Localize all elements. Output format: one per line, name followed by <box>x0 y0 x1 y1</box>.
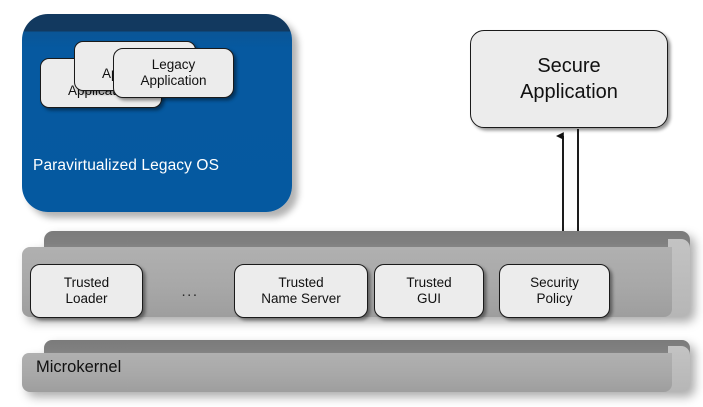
services-slab-right-face <box>668 239 690 317</box>
secure-application-line2: Application <box>520 81 618 103</box>
trusted-loader-line1: Trusted <box>63 274 110 290</box>
kernel-slab-front-face <box>22 353 672 392</box>
security-policy-line2: Policy <box>536 291 573 306</box>
secure-application-box: Secure Application <box>470 30 668 128</box>
trusted-name-server-line2: Name Server <box>261 291 341 306</box>
microkernel-label: Microkernel <box>36 358 122 376</box>
services-ellipsis: ... <box>181 283 199 300</box>
trusted-gui-label: Trusted GUI <box>406 275 451 308</box>
security-policy-line1: Security <box>530 274 579 290</box>
secure-application-label: Secure Application <box>520 53 618 105</box>
trusted-gui-line1: Trusted <box>406 274 452 290</box>
security-policy-label: Security Policy <box>530 275 579 308</box>
trusted-name-server-box: Trusted Name Server <box>234 264 368 318</box>
microkernel-layer <box>22 340 690 397</box>
paravirtualized-legacy-os-label: Paravirtualized Legacy OS <box>33 157 220 174</box>
legacy-application-line2-1: Application <box>140 73 207 88</box>
legacy-application-box-1: Legacy Application <box>113 48 234 98</box>
legacy-application-label-1: Legacy Application <box>140 57 206 90</box>
trusted-loader-box: Trusted Loader <box>30 264 143 318</box>
paravirtualized-legacy-os-container: Legacy Application Legacy Application Le… <box>22 14 292 212</box>
kernel-slab-right-face <box>668 346 690 392</box>
trusted-name-server-label: Trusted Name Server <box>261 275 341 308</box>
legacy-application-line1-1: Legacy <box>151 56 196 72</box>
trusted-gui-box: Trusted GUI <box>374 264 484 318</box>
secure-application-line1: Secure <box>537 55 601 77</box>
trusted-loader-line2: Loader <box>65 291 108 306</box>
trusted-loader-label: Trusted Loader <box>64 275 109 308</box>
trusted-name-server-line1: Trusted <box>278 274 324 290</box>
security-policy-box: Security Policy <box>499 264 610 318</box>
trusted-gui-line2: GUI <box>416 291 441 306</box>
